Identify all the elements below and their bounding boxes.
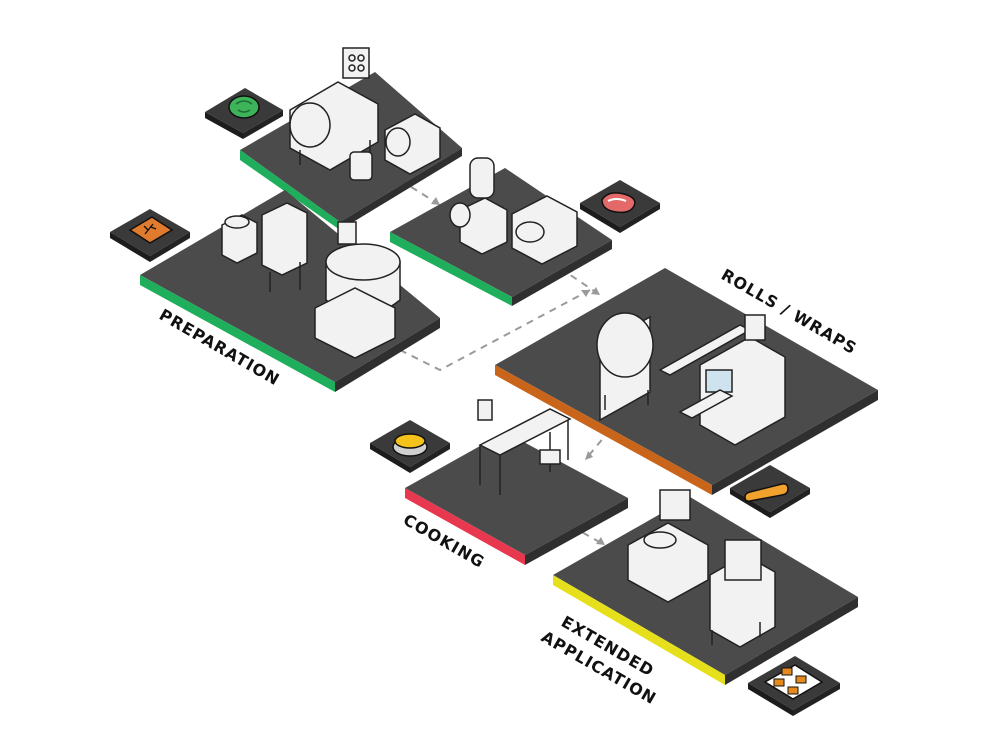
tray-food-icon: [748, 656, 840, 716]
stew-pot-icon: [370, 420, 450, 473]
cabbage-icon: [205, 88, 283, 139]
spring-roll-icon: [730, 465, 810, 518]
arrow-cooking-to-extended: [559, 519, 606, 546]
grinder-machine: [349, 113, 441, 181]
rolls-wraps-station: [495, 268, 878, 495]
meat-processing-machines: [449, 157, 578, 265]
spice-mixer-machines: [221, 202, 401, 359]
arrow-prep-to-rolls: [399, 289, 591, 372]
extended-application-station: [553, 497, 858, 685]
arrow-meat-to-rolls: [559, 267, 601, 296]
spice-bag-icon: [110, 209, 190, 262]
extended-machines: [627, 489, 776, 648]
roll-forming-machine: [596, 312, 786, 446]
meat-steak-icon: [580, 180, 660, 233]
cooking-station: [405, 432, 628, 565]
arrow-heads: [431, 197, 605, 545]
cooking-fryer-machine: [477, 399, 572, 495]
mixer-tumbler-machine: [289, 47, 379, 171]
